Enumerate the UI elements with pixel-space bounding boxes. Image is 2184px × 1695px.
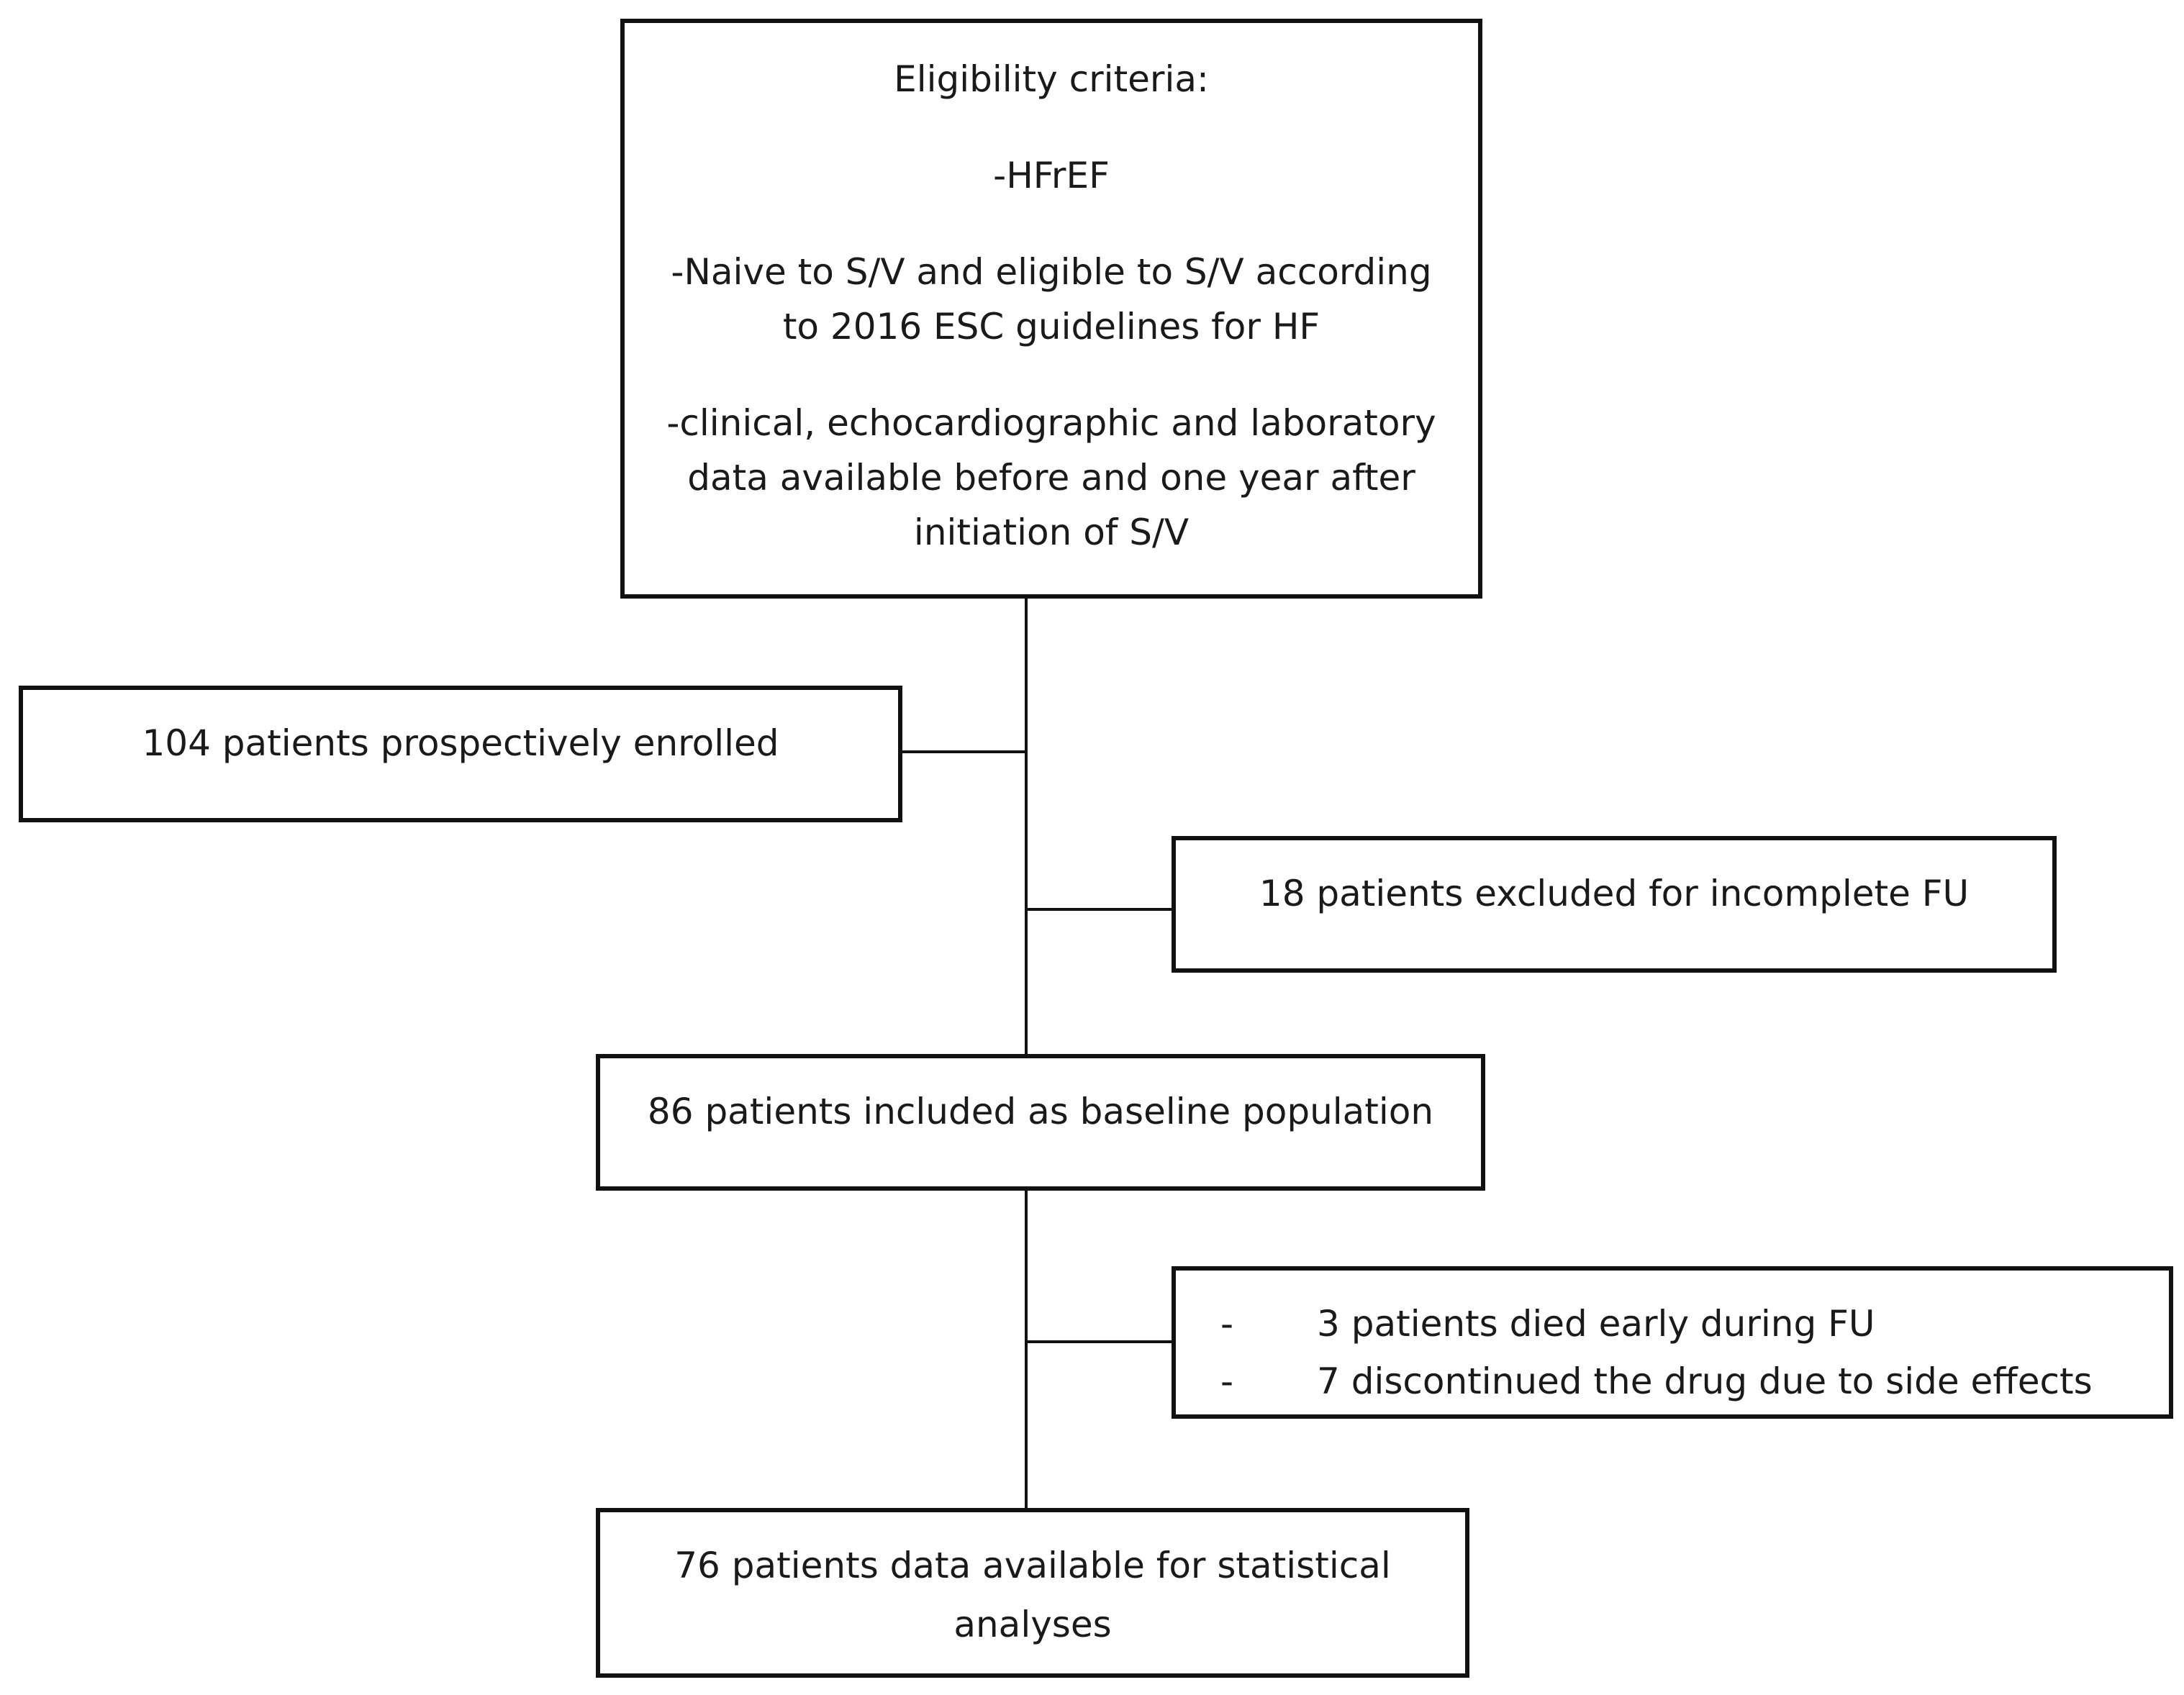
connector-to-removed bbox=[1025, 1340, 1172, 1343]
enrolled-text: 104 patients prospectively enrolled bbox=[142, 722, 779, 764]
final-analysis-box: 76 patients data available for statistic… bbox=[596, 1508, 1469, 1678]
removed-box: - 3 patients died early during FU - 7 di… bbox=[1172, 1266, 2173, 1419]
baseline-text: 86 patients included as baseline populat… bbox=[647, 1091, 1434, 1132]
excluded-box: 18 patients excluded for incomplete FU bbox=[1172, 836, 2057, 973]
list-item: - 3 patients died early during FU bbox=[1176, 1296, 2169, 1351]
final-text-line1: 76 patients data available for statistic… bbox=[674, 1545, 1391, 1586]
eligibility-heading: Eligibility criteria: bbox=[894, 58, 1209, 100]
criterion-data-line2: data available before and one year after bbox=[687, 457, 1415, 499]
bullet-dash: - bbox=[1220, 1303, 1234, 1345]
criterion-hfref: -HFrEF bbox=[993, 155, 1110, 196]
bullet-dash: - bbox=[1220, 1360, 1234, 1402]
connector-main-lower bbox=[1025, 1191, 1028, 1508]
criterion-data-line1: -clinical, echocardiographic and laborat… bbox=[666, 402, 1436, 444]
criterion-data-line3: initiation of S/V bbox=[913, 512, 1190, 553]
connector-to-excluded bbox=[1025, 908, 1172, 911]
connector-main-upper bbox=[1025, 599, 1028, 1054]
final-text-line2: analyses bbox=[953, 1604, 1112, 1645]
list-item: - 7 discontinued the drug due to side ef… bbox=[1176, 1354, 2169, 1409]
died-early-text: 3 patients died early during FU bbox=[1317, 1303, 1875, 1345]
criterion-naive-line2: to 2016 ESC guidelines for HF bbox=[782, 306, 1320, 347]
connector-to-enrolled bbox=[902, 750, 1026, 753]
criterion-naive-line1: -Naive to S/V and eligible to S/V accord… bbox=[671, 251, 1432, 293]
eligibility-criteria-box: Eligibility criteria: -HFrEF -Naive to S… bbox=[620, 19, 1482, 599]
discontinued-text: 7 discontinued the drug due to side effe… bbox=[1317, 1360, 2093, 1402]
enrolled-box: 104 patients prospectively enrolled bbox=[19, 686, 902, 822]
excluded-text: 18 patients excluded for incomplete FU bbox=[1259, 873, 1970, 914]
baseline-box: 86 patients included as baseline populat… bbox=[596, 1054, 1485, 1191]
